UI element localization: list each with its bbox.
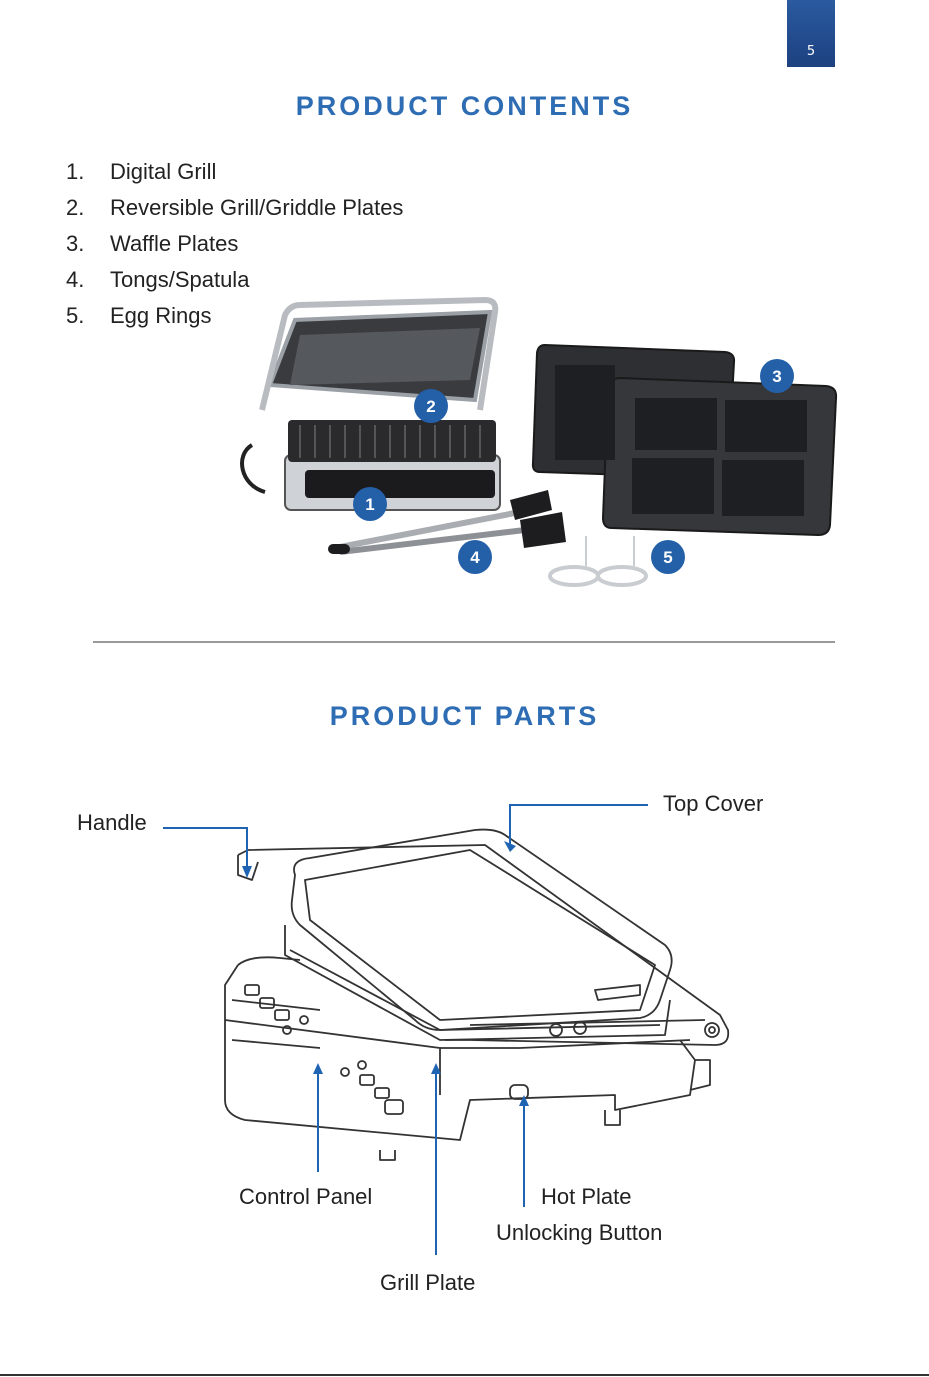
unlocking-button-label: Unlocking Button [496, 1220, 662, 1246]
handle-callout-line [163, 828, 247, 872]
top-cover-label: Top Cover [663, 791, 763, 817]
grill-plate-label: Grill Plate [380, 1270, 475, 1296]
page-bottom-rule [0, 1374, 929, 1376]
top-cover-callout-line [510, 805, 648, 848]
grill-line-drawing [225, 830, 728, 1160]
callout-arrowheads [242, 841, 529, 1106]
hot-plate-label: Hot Plate [541, 1184, 632, 1210]
control-panel-label: Control Panel [239, 1184, 372, 1210]
handle-label: Handle [77, 810, 147, 836]
